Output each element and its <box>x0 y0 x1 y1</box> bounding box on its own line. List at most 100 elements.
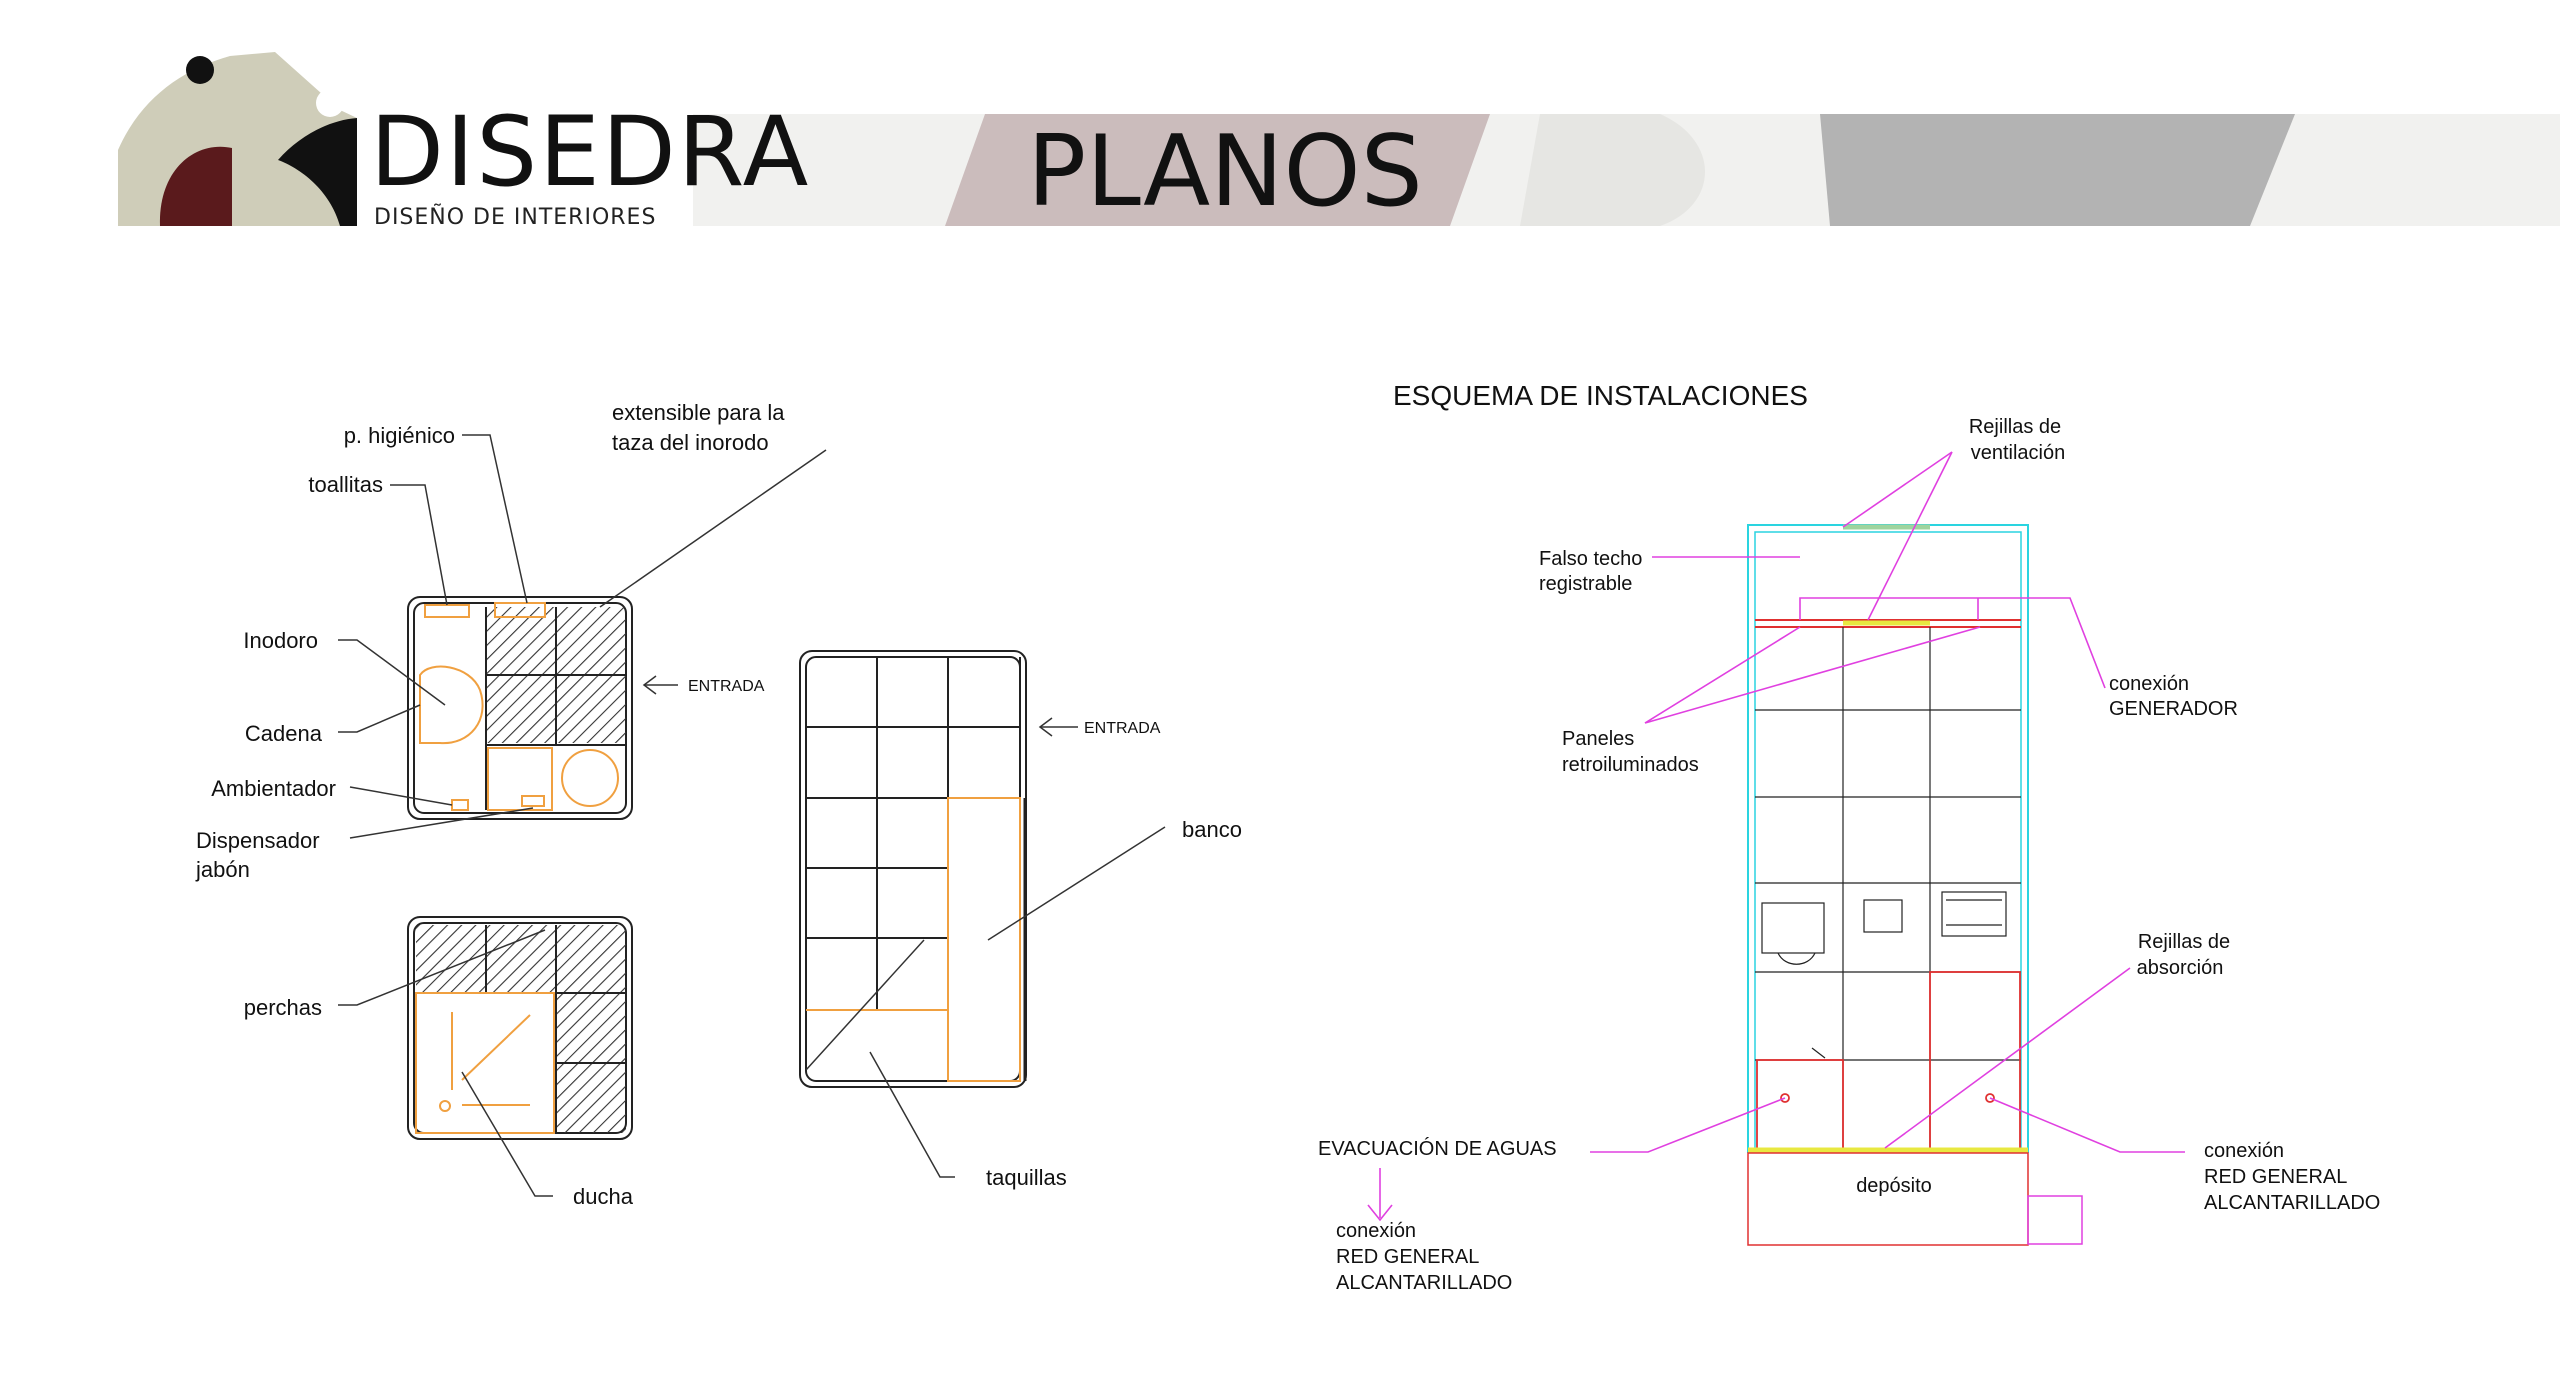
leader-paneles-1 <box>1644 626 1801 724</box>
label-extensible-2: taza del inorodo <box>612 430 769 455</box>
label-deposito: depósito <box>1856 1175 1932 1197</box>
label-conexion-red-left-1: conexión <box>1336 1220 1416 1242</box>
logo-white-dot <box>316 89 344 117</box>
brand-name: DISEDRA <box>370 96 810 208</box>
leader-cadena <box>338 704 421 733</box>
installations-structure <box>1747 524 2083 1246</box>
soap-cabinet <box>487 747 553 811</box>
leader-rejillas-vent-1 <box>1842 451 1953 528</box>
label-conexion-red-right-3: ALCANTARILLADO <box>2204 1192 2380 1214</box>
tap-mark <box>1811 1047 1826 1059</box>
logo-black-shape <box>278 118 357 226</box>
logo: DISEDRA DISEÑO DE INTERIORES <box>118 52 810 230</box>
absorption-grille-left <box>1756 1059 1844 1151</box>
leader-taquillas <box>869 1051 955 1178</box>
page-title: PLANOS <box>1027 115 1423 229</box>
banner-grey-band <box>1820 114 2295 226</box>
label-conexion-red-right-2: RED GENERAL <box>2204 1166 2347 1188</box>
shower-plan <box>407 916 633 1140</box>
label-p-higienico: p. higiénico <box>344 423 455 448</box>
label-conexion-red-left-2: RED GENERAL <box>1336 1246 1479 1268</box>
shower-hatched-top <box>416 925 626 993</box>
leader-perchas <box>338 929 546 1006</box>
locker-plan <box>799 650 1027 1088</box>
locker-bench <box>806 797 1021 1082</box>
sink-basin <box>561 749 619 807</box>
bench-outline <box>947 797 1021 1082</box>
label-taquillas: taquillas <box>986 1165 1067 1190</box>
leader-ambientador <box>349 786 453 806</box>
label-evacuacion: EVACUACIÓN DE AGUAS <box>1318 1137 1557 1160</box>
absorption-grilles <box>1756 971 2021 1151</box>
header-banner: PLANOS <box>693 114 2560 229</box>
shower-drain <box>439 1100 451 1112</box>
label-conexion-generador-1: conexión <box>2109 673 2189 695</box>
toilet-paper-holder <box>424 604 470 618</box>
label-rejillas-vent-2: ventilación <box>1971 442 2066 464</box>
soap-dispenser <box>521 795 545 807</box>
toilet-bowl <box>419 665 484 745</box>
absorption-grille-right <box>1929 971 2021 1151</box>
label-entrada-2: ENTRADA <box>1084 720 1161 737</box>
left-labels: p. higiénico toallitas extensible para l… <box>195 400 1242 1209</box>
extensible-holder <box>494 602 546 618</box>
left-leaders <box>338 434 1166 1197</box>
leader-rejillas-absorcion <box>1884 967 2131 1149</box>
leader-dispensador <box>349 807 534 839</box>
label-rejillas-absorcion-2: absorción <box>2137 957 2224 979</box>
entrada-arrowhead-1 <box>642 675 657 695</box>
logo-head-mark <box>186 56 214 84</box>
label-falso-techo-1: Falso techo <box>1539 548 1642 570</box>
label-perchas: perchas <box>244 995 322 1020</box>
drain-left <box>1780 1093 1790 1103</box>
label-entrada-1: ENTRADA <box>688 678 765 695</box>
label-falso-techo-2: registrable <box>1539 573 1632 595</box>
label-paneles-2: retroiluminados <box>1562 754 1699 776</box>
installations-leaders <box>1367 451 2185 1222</box>
toilet-elevation <box>1761 902 1825 954</box>
shower-drain-line <box>461 1014 531 1081</box>
deposit-connection-box <box>2027 1195 2083 1245</box>
leader-ducha <box>461 1071 553 1197</box>
wc-outer-wall <box>407 596 633 820</box>
logo-maroon-shape <box>159 146 232 226</box>
shower-tray <box>415 992 555 1134</box>
deposit-tank <box>1747 1152 2029 1246</box>
drain-right <box>1985 1093 1995 1103</box>
label-ambientador: Ambientador <box>211 776 336 801</box>
shower-fixtures <box>415 992 555 1134</box>
shower-outer-wall <box>407 916 633 1140</box>
label-dispensador-1: Dispensador <box>196 828 320 853</box>
evacuation-arrowhead <box>1367 1204 1393 1222</box>
leader-rejillas-vent-2 <box>1867 451 1953 621</box>
dispenser-elevation <box>1863 899 1903 933</box>
leader-paneles-2 <box>1644 626 1981 724</box>
leader-banco <box>987 826 1166 941</box>
installations-title: ESQUEMA DE INSTALACIONES <box>1393 380 1808 411</box>
air-freshener <box>451 799 469 811</box>
leader-extensible <box>599 449 827 608</box>
label-conexion-red-right-1: conexión <box>2204 1140 2284 1162</box>
banner-mauve-band <box>945 114 1490 226</box>
label-inodoro: Inodoro <box>243 628 318 653</box>
label-paneles-1: Paneles <box>1562 728 1634 750</box>
label-conexion-generador-2: GENERADOR <box>2109 698 2238 720</box>
sink-elevation <box>1941 891 2007 937</box>
label-extensible-1: extensible para la <box>612 400 785 425</box>
wc-plan <box>407 596 633 820</box>
leader-toallitas <box>390 484 448 606</box>
brand-tagline: DISEÑO DE INTERIORES <box>374 203 656 230</box>
label-toallitas: toallitas <box>308 472 383 497</box>
label-conexion-red-left-3: ALCANTARILLADO <box>1336 1272 1512 1294</box>
label-ducha: ducha <box>573 1184 634 1209</box>
label-rejillas-absorcion-1: Rejillas de <box>2138 931 2230 953</box>
entrada-arrowhead-2 <box>1038 717 1053 737</box>
label-dispensador-2: jabón <box>195 857 250 882</box>
cabin-grid <box>1755 627 2021 1150</box>
installations-labels: Rejillas de ventilación Falso techo regi… <box>1318 416 2380 1294</box>
label-rejillas-vent-1: Rejillas de <box>1969 416 2061 438</box>
leader-evacuacion <box>1590 1097 1786 1153</box>
leader-inodoro <box>338 639 446 706</box>
label-banco: banco <box>1182 817 1242 842</box>
